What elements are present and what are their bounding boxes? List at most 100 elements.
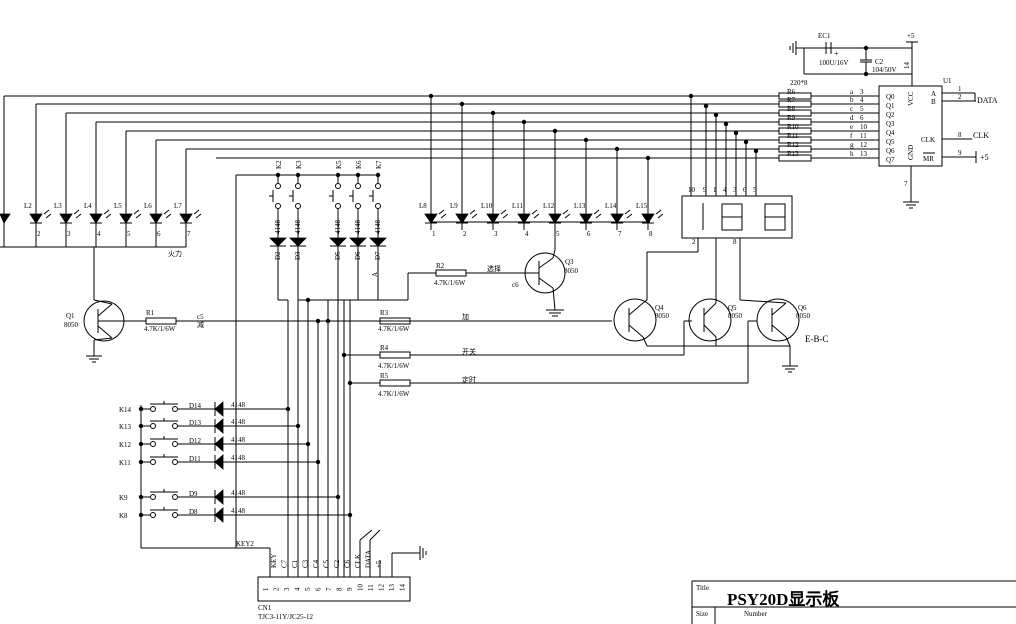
rn-label: 220*8 (790, 79, 808, 87)
cn-pin-1: 1 (262, 587, 270, 591)
bottom-diode-ref-d11: D11 (189, 455, 201, 463)
led-mid-body-l8 (424, 213, 438, 224)
led-left-pin-4: 4 (97, 230, 101, 238)
rn-pin-12: 12 (860, 141, 868, 149)
r5-net-label: 定时 (462, 375, 476, 384)
size-label: Size (696, 610, 708, 618)
bottom-diode-type-1: 4148 (231, 418, 246, 426)
ic-gnd-pin: 7 (904, 180, 908, 188)
rn-pin-3: 3 (860, 88, 864, 96)
bottom-diode-ref-d9: D9 (189, 490, 198, 498)
top-key-matrix: K24148D2K34148D3K54148D5K64148D6K74148D7… (235, 160, 387, 548)
led-left-ref-l4: L4 (84, 202, 92, 210)
led-left-ref-l3: L3 (54, 202, 62, 210)
led-mid-body-l15 (641, 213, 655, 224)
led-mid-ref-l9: L9 (450, 202, 458, 210)
top-key-a-label: A (371, 272, 379, 277)
pinout-label: E-B-C (805, 334, 829, 344)
bottom-diode-d13 (214, 418, 224, 434)
cn-pin-5: 5 (304, 587, 312, 591)
display-pin-top-6: 6 (743, 186, 747, 194)
led-mid-body-l14 (610, 213, 624, 224)
led-left-pin-5: 5 (127, 230, 131, 238)
display-pin-top-4: 4 (723, 186, 727, 194)
r4-ref: R4 (380, 344, 389, 352)
led-mid-ref-l10: L10 (481, 202, 493, 210)
r3-ref: R3 (380, 309, 389, 317)
q1-transistor: Q1 8050 R1 4.7K/1/6W c5 减 (64, 299, 612, 363)
led-mid-body-l13 (579, 213, 593, 224)
bottom-diode-ref-d13: D13 (189, 419, 202, 427)
led-mid-ref-l12: L12 (543, 202, 555, 210)
bottom-key-ref-k13: K13 (119, 423, 132, 431)
led-left-label: 火力 (168, 249, 182, 258)
q4-transistor: Q4 8050 (613, 298, 670, 347)
cn-signal-0: KEY (270, 554, 278, 568)
top-diode-type-4: 4148 (374, 220, 382, 235)
cn-signal-3: C3 (302, 559, 310, 568)
rn-pin-5: 5 (860, 105, 864, 113)
bottom-diode-ref-d14: D14 (189, 402, 202, 410)
ic-output-q4: Q4 (886, 129, 895, 137)
ic-vcc-label: VCC (907, 91, 915, 106)
cn-signal-1: C7 (281, 559, 289, 568)
top-diode-ref-d6: D6 (354, 251, 362, 260)
number-label: Number (744, 610, 768, 618)
data-net-label: DATA (977, 96, 998, 105)
led-mid-pin-4: 4 (525, 230, 529, 238)
led-mid-ref-l11: L11 (512, 202, 524, 210)
ic-output-q3: Q3 (886, 120, 895, 128)
led-left-ref-l5: L5 (114, 202, 122, 210)
q5-ref: Q5 (728, 304, 737, 312)
top-key-contact-k3 (295, 183, 301, 189)
title-block: Title PSY20D显示板 Size Number (691, 580, 1016, 624)
rn-segment-b: b (850, 96, 854, 104)
cn-pin-6: 6 (315, 587, 323, 591)
top-key-ref-k6: K6 (355, 160, 363, 169)
led-left-pin-7: 7 (187, 230, 191, 238)
cn-pin-12: 12 (378, 584, 386, 592)
r4-value: 4.7K/1/6W (378, 362, 410, 370)
ic-output-q6: Q6 (886, 147, 895, 155)
top-key-ref-k2: K2 (275, 160, 283, 169)
q4-ref: Q4 (655, 304, 664, 312)
bottom-diode-ref-d8: D8 (189, 508, 198, 516)
led-mid-pin-8: 8 (649, 230, 653, 238)
rn-pin-4: 4 (860, 96, 864, 104)
ic-pin-clk: 8 (958, 131, 962, 139)
display-pin-2: 2 (692, 238, 696, 246)
rn-ref-r12: R12 (787, 141, 799, 149)
led-left-pin-3: 3 (67, 230, 71, 238)
led-mid-ref-l8: L8 (419, 202, 427, 210)
cn-signal-10: +5 (375, 560, 383, 568)
top-diode-d6 (349, 237, 367, 247)
display-pin-top-1: 1 (713, 186, 717, 194)
cn-pin-13: 13 (388, 584, 396, 592)
led-left-body-partial (0, 213, 11, 224)
power-section: +5 EC1 + 100U/16V C2 104/50V (789, 32, 918, 86)
rn-segment-f: f (850, 132, 853, 140)
q6-transistor: Q6 8050 (739, 298, 811, 347)
led-mid-pin-5: 5 (556, 230, 560, 238)
rn-ref-r13: R13 (787, 150, 799, 158)
bottom-key-contact-k8 (150, 512, 156, 518)
r1-ref: R1 (146, 309, 155, 317)
rn-ref-r11: R11 (787, 132, 799, 140)
rn-segment-c: c (850, 105, 853, 113)
rn-pin-11: 11 (860, 132, 867, 140)
mr-net-label: +5 (980, 153, 989, 162)
cn-pin-7: 7 (325, 587, 333, 591)
led-left-body-l3 (59, 213, 73, 224)
top-key-contact-k5 (335, 183, 341, 189)
bottom-key-ref-k14: K14 (119, 406, 132, 414)
bottom-key-contact-k12 (150, 441, 156, 447)
top-diode-d3 (289, 237, 307, 247)
cn-pin-3: 3 (283, 587, 291, 591)
bottom-key-ref-k11: K11 (119, 459, 131, 467)
rn-segment-e: e (850, 123, 853, 131)
